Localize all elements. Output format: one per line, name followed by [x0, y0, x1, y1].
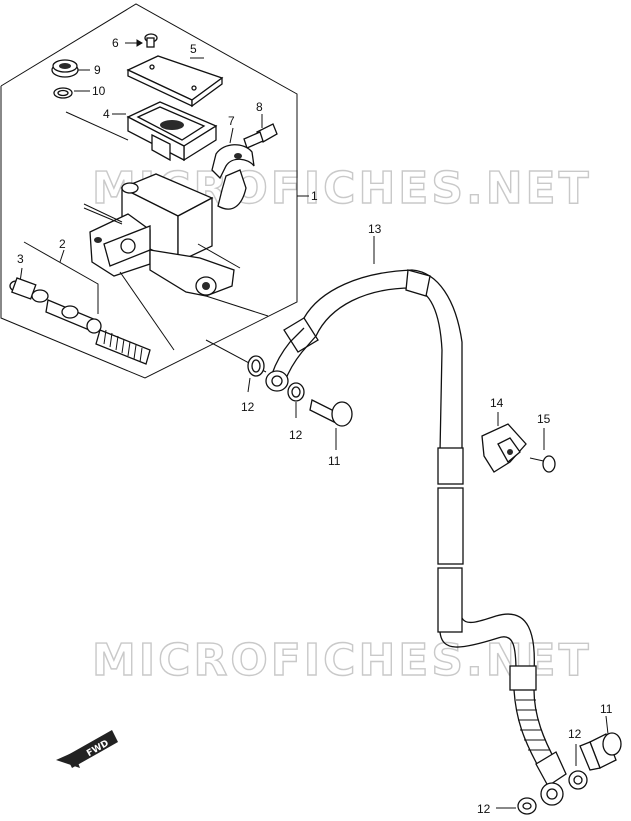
clamp-screw[interactable] [529, 428, 556, 473]
master-cylinder-body[interactable] [83, 173, 235, 297]
master-cylinder-group-outline [0, 3, 309, 379]
part-label-2: 2 [59, 237, 66, 251]
reservoir-cap[interactable] [126, 55, 224, 108]
piston-kit[interactable] [9, 267, 151, 365]
part-label-15: 15 [537, 412, 551, 426]
part-label-4: 4 [103, 107, 110, 121]
hose-clamp[interactable] [481, 412, 527, 473]
forward-direction-marker: FWD [56, 730, 118, 768]
part-label-3: 3 [17, 252, 24, 266]
diaphragm[interactable] [112, 101, 218, 162]
watermark-bottom: MICROFICHES.NET [92, 635, 592, 686]
part-label-12-a: 12 [241, 400, 255, 414]
part-label-13: 13 [368, 222, 382, 236]
part-label-8: 8 [256, 100, 263, 114]
part-label-14: 14 [490, 396, 504, 410]
upper-washer-left[interactable] [247, 355, 265, 393]
part-label-12-d: 12 [477, 802, 491, 816]
upper-union-bolt[interactable] [309, 399, 353, 450]
lower-washer-left[interactable] [496, 797, 537, 815]
upper-washer-right[interactable] [287, 382, 305, 418]
lower-union-bolt[interactable] [579, 715, 622, 771]
part-label-9: 9 [94, 63, 101, 77]
handlebar-clamp[interactable] [211, 127, 255, 210]
bleeder-cap[interactable] [51, 59, 90, 78]
part-label-11-b: 11 [600, 702, 613, 716]
reservoir-cap-screw[interactable] [125, 33, 158, 48]
part-label-12-c: 12 [568, 727, 582, 741]
brake-hose[interactable] [265, 236, 567, 806]
part-label-12-b: 12 [289, 428, 303, 442]
part-label-1: 1 [311, 189, 318, 203]
part-label-5: 5 [190, 42, 197, 56]
part-label-11-a: 11 [328, 454, 341, 468]
washer[interactable] [53, 87, 90, 99]
piston-set-bracket [23, 241, 99, 314]
part-label-10: 10 [92, 84, 106, 98]
lower-washer-right[interactable] [568, 744, 588, 790]
part-label-6: 6 [112, 36, 119, 50]
part-label-7: 7 [228, 114, 235, 128]
clamp-bolt[interactable] [243, 114, 278, 149]
